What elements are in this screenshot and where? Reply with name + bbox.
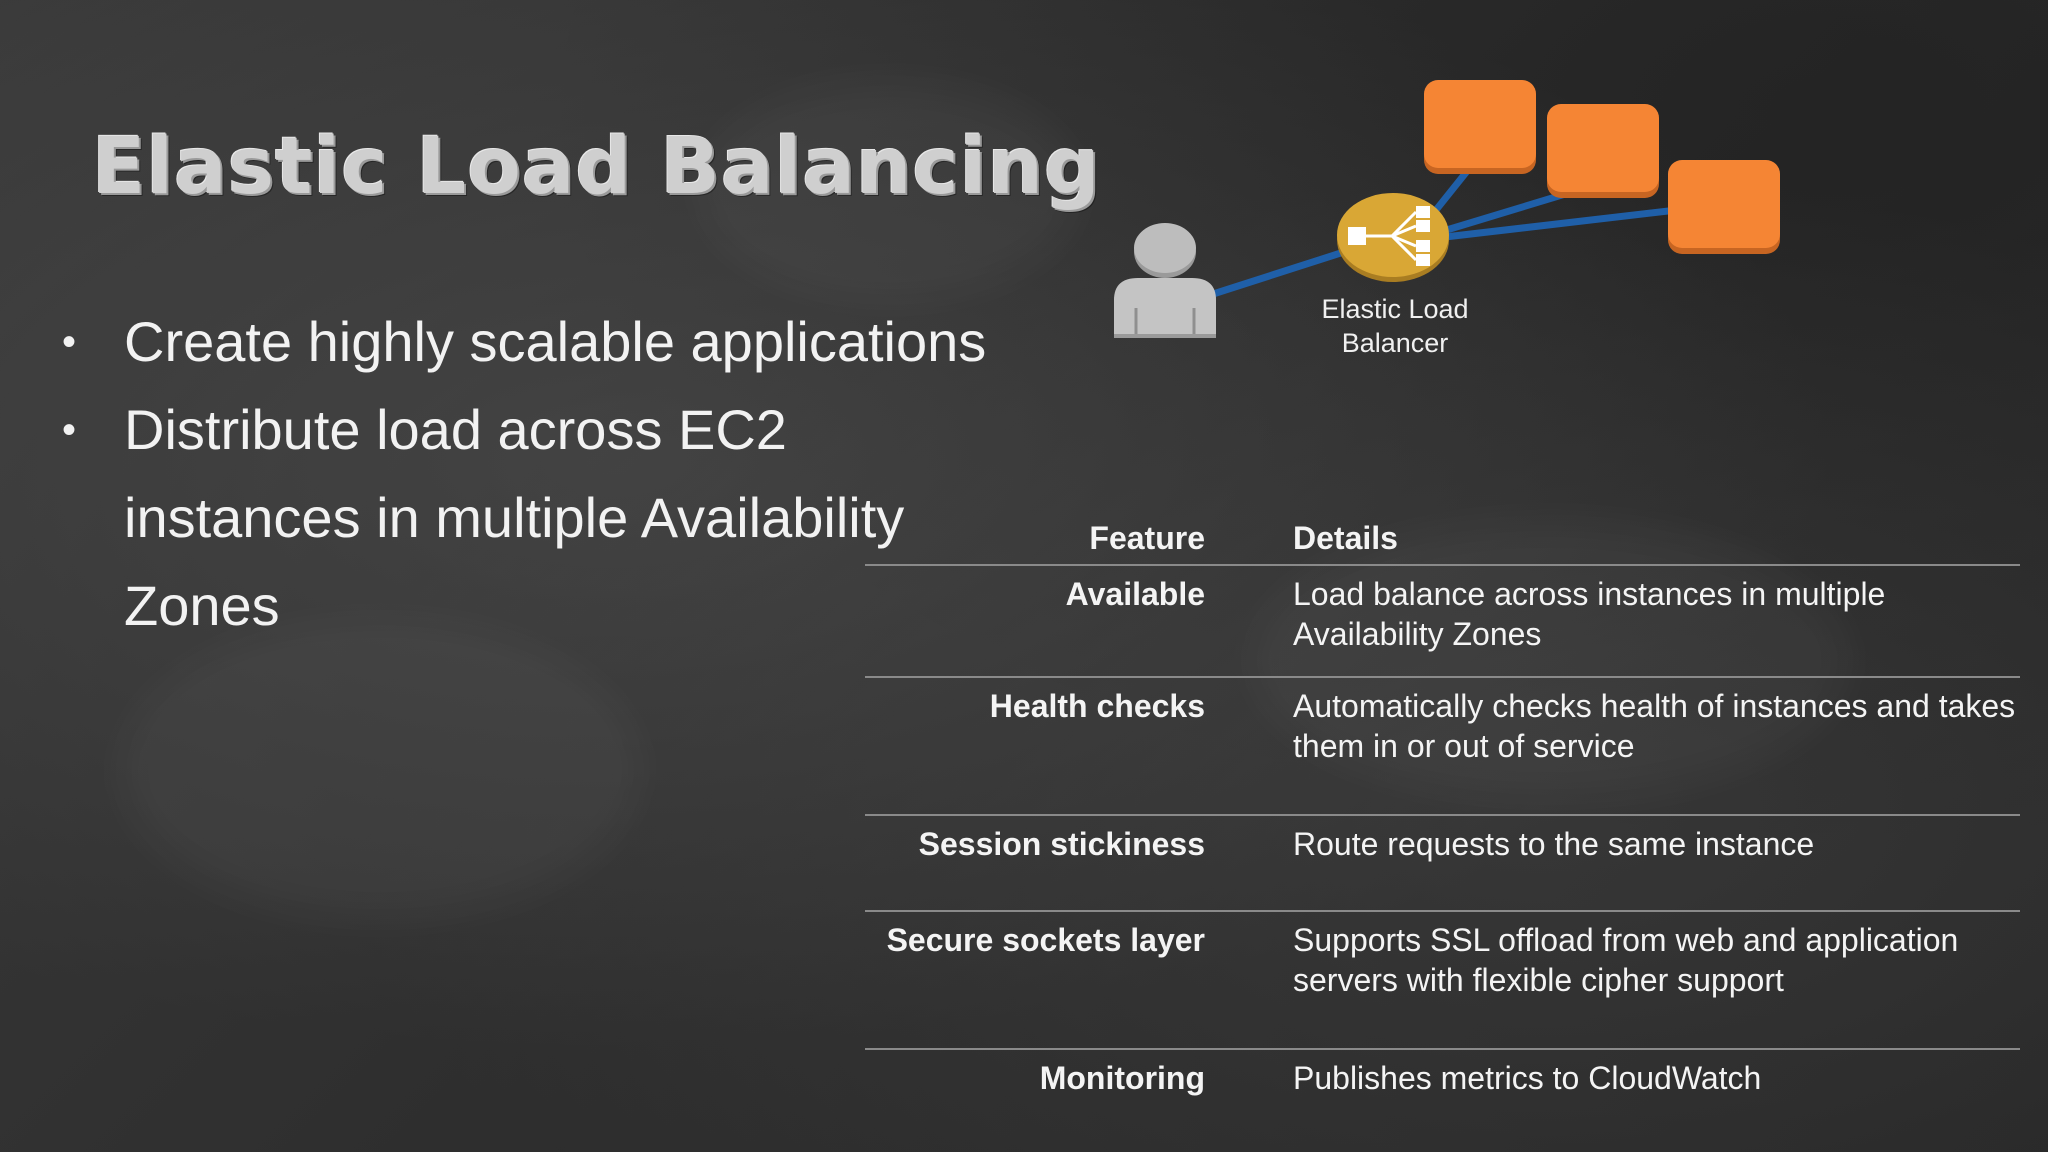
feature-column-header: Feature <box>1089 520 1205 556</box>
bullet-list: • Create highly scalable applications • … <box>60 298 1020 650</box>
details-cell: Route requests to the same instance <box>1293 826 1815 862</box>
bullet-text: Distribute load across EC2 instances in … <box>124 398 905 637</box>
details-cell: Automatically checks health of instances… <box>1293 688 2016 764</box>
details-cell: Load balance across instances in multipl… <box>1293 576 1886 652</box>
feature-cell: Health checks <box>989 688 1205 724</box>
slide-title: Elastic Load Balancing <box>92 122 1101 212</box>
bullet-glyph: • <box>62 408 77 452</box>
bullet-item: • Distribute load across EC2 instances i… <box>60 386 1020 650</box>
feature-cell: Session stickiness <box>918 826 1205 862</box>
feature-cell: Available <box>1065 576 1205 612</box>
diagram-graphic <box>1114 80 1780 338</box>
ec2-instance-icon <box>1547 104 1659 198</box>
details-cell: Publishes metrics to CloudWatch <box>1293 1060 1762 1096</box>
chalk-smudge <box>120 620 640 920</box>
feature-cell: Secure sockets layer <box>886 922 1205 958</box>
user-icon <box>1114 223 1216 338</box>
elb-diagram: Elastic Load Balancer <box>1090 70 1810 370</box>
table-row: Monitoring Publishes metrics to CloudWat… <box>865 1050 2020 1140</box>
table-row: Available Load balance across instances … <box>865 566 2020 678</box>
load-balancer-icon <box>1337 193 1449 282</box>
elb-label: Elastic Load Balancer <box>1321 294 1469 358</box>
details-cell: Supports SSL offload from web and applic… <box>1293 922 1959 998</box>
ec2-instance-icon <box>1668 160 1780 254</box>
details-column-header: Details <box>1293 520 1398 556</box>
ec2-instance-icon <box>1424 80 1536 174</box>
bullet-text: Create highly scalable applications <box>124 310 987 373</box>
table-header-row: Feature Details <box>865 510 2020 566</box>
table-row: Secure sockets layer Supports SSL offloa… <box>865 912 2020 1050</box>
feature-table: Feature Details Available Load balance a… <box>865 510 2020 1140</box>
bullet-glyph: • <box>62 320 77 364</box>
table-row: Session stickiness Route requests to the… <box>865 816 2020 912</box>
bullet-item: • Create highly scalable applications <box>60 298 1020 386</box>
feature-cell: Monitoring <box>1039 1060 1205 1096</box>
table-row: Health checks Automatically checks healt… <box>865 678 2020 816</box>
